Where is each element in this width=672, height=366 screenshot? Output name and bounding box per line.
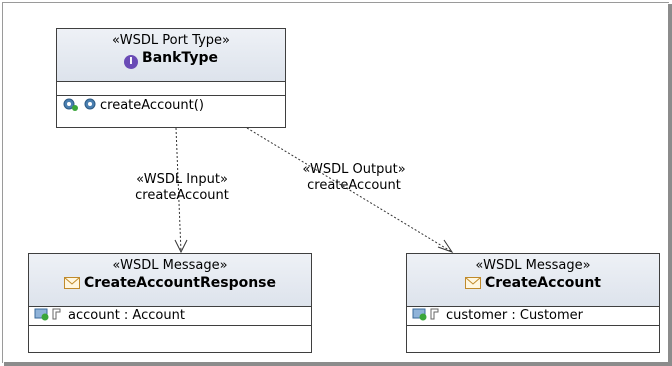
frame-shadow-bottom — [4, 362, 672, 366]
port-type-stereotype: «WSDL Port Type» — [112, 33, 230, 48]
message-response-stereotype: «WSDL Message» — [112, 258, 228, 273]
message-request-stereotype: «WSDL Message» — [475, 258, 591, 273]
message-response-header: «WSDL Message» CreateAccountResponse — [29, 254, 311, 307]
output-edge-name: createAccount — [307, 178, 401, 193]
part-icon — [34, 308, 61, 321]
output-edge-stereotype: «WSDL Output» — [302, 162, 406, 177]
message-response-name: CreateAccountResponse — [83, 275, 277, 291]
operation-name: createAccount() — [100, 98, 204, 113]
message-request-header: «WSDL Message» CreateAccount — [407, 254, 659, 307]
message-response-part[interactable]: account : Account — [29, 307, 311, 326]
method-icon — [84, 98, 96, 110]
input-edge-stereotype: «WSDL Input» — [136, 172, 228, 187]
message-node-request[interactable]: «WSDL Message» CreateAccount customer : … — [406, 253, 660, 353]
interface-icon: I — [124, 55, 139, 69]
input-edge-arrowhead — [174, 239, 188, 254]
port-type-attributes — [57, 82, 285, 96]
input-edge-line — [175, 127, 182, 253]
frame-shadow-right — [668, 4, 672, 366]
input-edge-name: createAccount — [135, 188, 229, 203]
input-edge-label[interactable]: «WSDL Input» createAccount — [118, 172, 246, 204]
message-response-part-label: account : Account — [68, 308, 185, 323]
envelope-icon — [63, 277, 80, 289]
operation-row[interactable]: createAccount() — [57, 96, 285, 116]
message-request-name: CreateAccount — [485, 275, 601, 291]
operation-gear-icon — [63, 98, 78, 111]
output-edge-arrowhead — [437, 239, 454, 253]
output-edge-label[interactable]: «WSDL Output» createAccount — [284, 162, 424, 194]
port-type-name: BankType — [142, 50, 218, 66]
diagram-frame — [2, 2, 669, 363]
message-request-part[interactable]: customer : Customer — [407, 307, 659, 326]
message-request-part-label: customer : Customer — [446, 308, 584, 323]
part-icon — [412, 308, 439, 321]
envelope-icon — [465, 277, 481, 289]
message-node-response[interactable]: «WSDL Message» CreateAccountResponse acc… — [28, 253, 312, 353]
